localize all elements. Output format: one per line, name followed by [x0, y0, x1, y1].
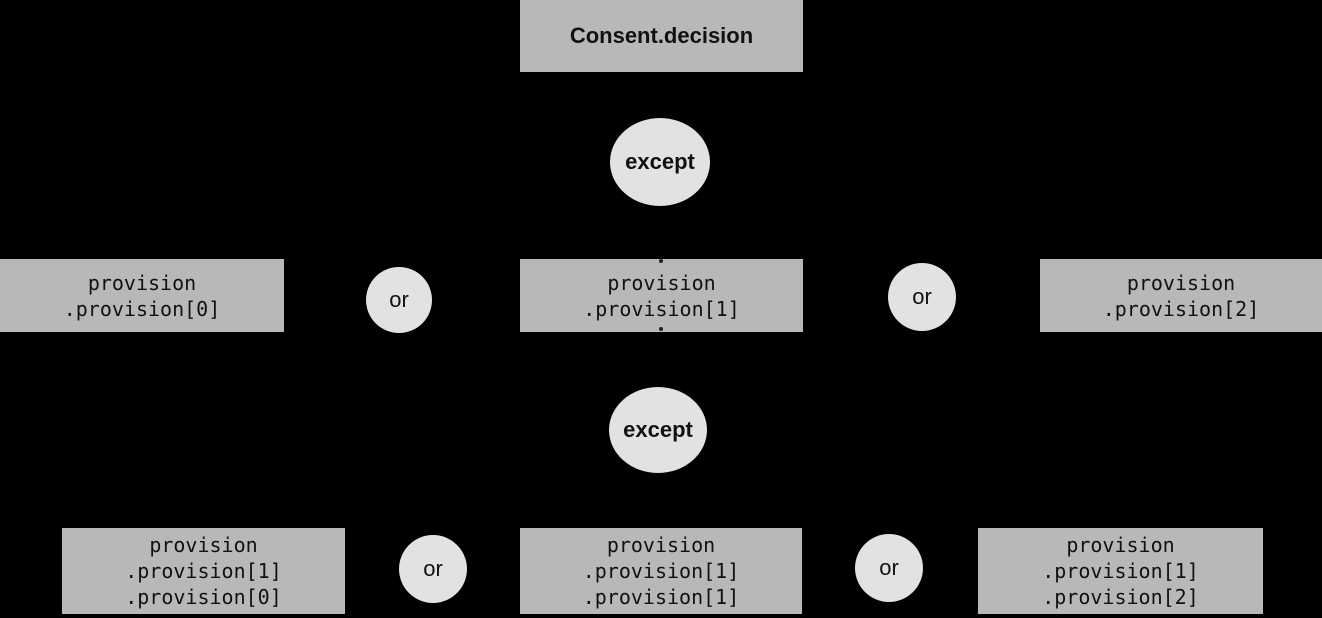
or-connector-label: or [389, 287, 409, 312]
or-connector-l2-right: or [855, 534, 923, 602]
provision-node-l2-right: provision .provision[1] .provision[2] [978, 528, 1263, 614]
or-connector-l1-right: or [888, 263, 956, 331]
except-operator-2-label: except [623, 417, 693, 442]
provision-node-line: provision [149, 533, 258, 557]
provision-node-line: provision [1126, 270, 1236, 295]
or-connector-label: or [879, 555, 899, 580]
provision-node-line: provision [87, 270, 197, 295]
edge-anchor-dot-bottom [659, 327, 663, 331]
provision-node-line: .provision[1] [582, 559, 740, 583]
provision-node-line: .provision[1] [582, 585, 740, 609]
except-operator-1: except [610, 118, 710, 206]
except-operator-1-label: except [625, 149, 695, 174]
or-connector-l2-left: or [399, 535, 467, 603]
provision-node-line: .provision[2] [1042, 585, 1199, 609]
provision-node-line: .provision[0] [63, 296, 221, 321]
provision-node-l1-right: provision .provision[2] [1040, 259, 1322, 332]
except-operator-2: except [609, 387, 707, 473]
provision-node-l2-left: provision .provision[1] .provision[0] [62, 528, 345, 614]
provision-node-line: provision [607, 270, 716, 295]
provision-node-line: .provision[1] [1042, 559, 1199, 583]
or-connector-label: or [912, 284, 932, 309]
root-node-consent-decision: Consent.decision [520, 0, 803, 72]
or-connector-label: or [423, 556, 443, 581]
root-node-label: Consent.decision [569, 23, 754, 48]
or-connector-l1-left: or [366, 267, 432, 333]
provision-node-line: provision [1066, 533, 1175, 557]
provision-node-line: .provision[1] [583, 296, 740, 321]
provision-node-line: .provision[2] [1102, 296, 1260, 321]
provision-node-l2-middle: provision .provision[1] .provision[1] [520, 528, 802, 614]
edge-anchor-dot-top [659, 259, 663, 263]
provision-node-line: .provision[0] [125, 585, 282, 609]
provision-node-line: .provision[1] [125, 559, 282, 583]
provision-node-line: provision [606, 533, 716, 557]
provision-node-l1-middle: provision .provision[1] [520, 259, 803, 332]
provision-node-l1-left: provision .provision[0] [0, 259, 284, 332]
